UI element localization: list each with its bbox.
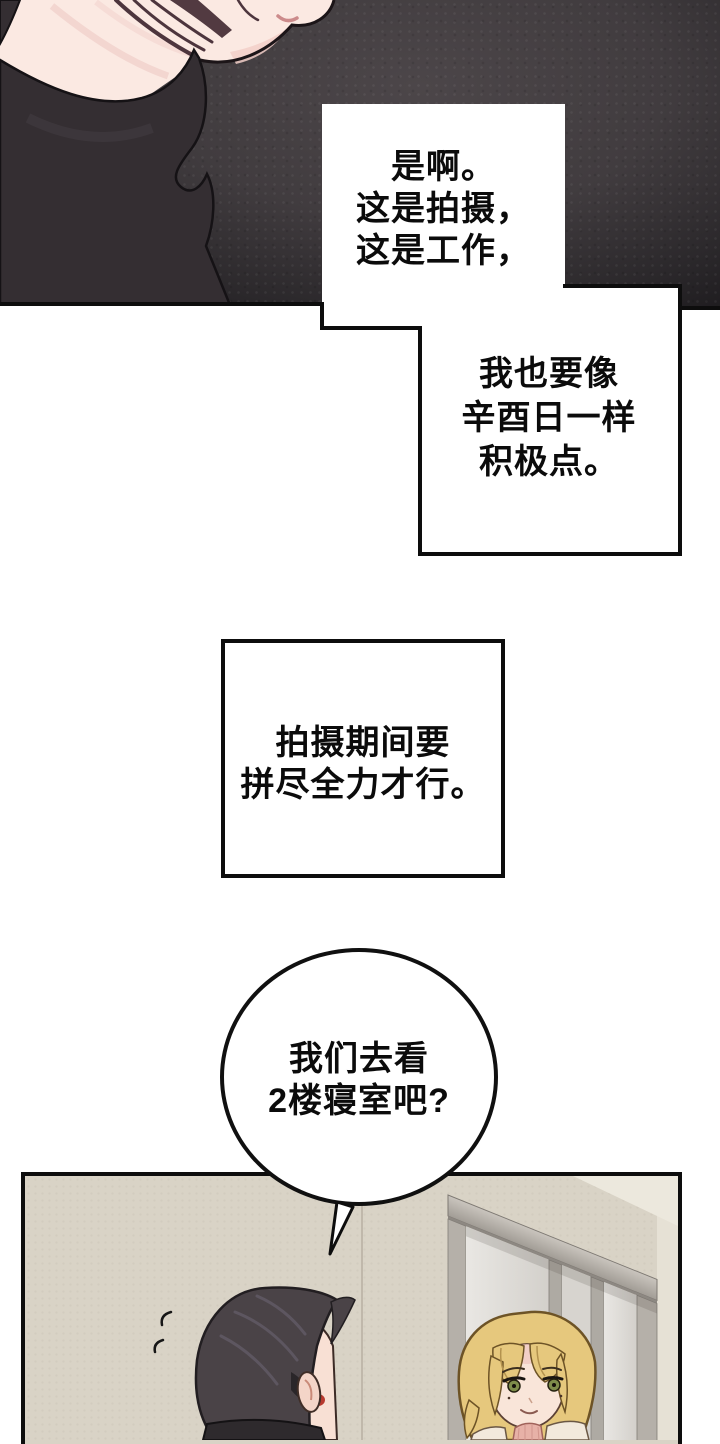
panel-border-line: [418, 326, 422, 556]
jacket-corner: [0, 0, 22, 48]
ear-inner-line: [304, 1379, 313, 1401]
skin-shading: [49, 3, 170, 80]
panel-border-line: [0, 302, 324, 306]
door-rail-shadow: [448, 1215, 657, 1304]
panel-border-line: [320, 326, 422, 330]
speech-line: 拼尽全力才行。: [240, 765, 486, 804]
door: [447, 1194, 658, 1440]
fluster-marks: [153, 1310, 173, 1354]
speech-line: 这是工作，: [356, 232, 531, 270]
mole: [507, 1396, 511, 1400]
door-pane-top-shadow: [466, 1226, 657, 1314]
mouth-smile: [520, 1409, 538, 1415]
panel-border-line: [320, 302, 324, 330]
door-pane: [604, 1282, 637, 1440]
bottom-room-panel: [21, 1172, 682, 1444]
mole: [559, 1394, 563, 1398]
eyebrows: [502, 1366, 562, 1373]
door-stile-right: [636, 1294, 658, 1440]
pupil-left: [512, 1384, 516, 1388]
speech-line: 拍摄期间要: [275, 723, 451, 762]
speech-line: 积极点。: [479, 443, 619, 481]
speech-line: 是啊。: [391, 148, 496, 186]
panel-border-line: [678, 284, 682, 556]
ear: [296, 1371, 322, 1413]
panel-border-line: [678, 306, 720, 310]
blonde-hair-tuft: [463, 1398, 480, 1440]
speech-line: 这是拍摄，: [356, 190, 531, 228]
collar-ribs: [517, 1425, 540, 1440]
speech-box-1: 是啊。 这是拍摄， 这是工作，: [322, 146, 565, 272]
speech-line: 2楼寝室吧?: [268, 1082, 450, 1120]
ceiling-light-wedge: [573, 1176, 678, 1226]
room-artwork: [153, 1176, 678, 1440]
speech-line: 我也要像: [479, 355, 619, 393]
hair-cowlick: [330, 1296, 356, 1345]
top-dark-panel: [0, 0, 720, 308]
speech-box-3: 拍摄期间要 拼尽全力才行。: [221, 639, 505, 878]
speech-bubble-tail: [328, 1200, 355, 1256]
shoulder-left: [470, 1426, 508, 1440]
jacket-highlight: [25, 113, 154, 142]
eye-lashes: [502, 1376, 564, 1383]
right-wall-strip: [657, 1176, 678, 1440]
speech-line: 我们去看: [289, 1040, 429, 1078]
bang-strand-lines: [499, 1345, 546, 1381]
chin-outline: [199, 0, 336, 64]
lips: [276, 14, 299, 23]
speech-box-2: 我也要像 辛酉日一样 积极点。: [418, 352, 680, 484]
pupil-right: [552, 1383, 556, 1387]
jacket-collar-bottom: [201, 1418, 327, 1440]
hair-strands: [114, 0, 260, 60]
nose-line: [528, 1397, 533, 1404]
panel-border-line: [563, 284, 682, 288]
speech-bubble: 我们去看 2楼寝室吧?: [220, 948, 498, 1206]
hair-highlights: [219, 1294, 307, 1386]
pink-collar: [512, 1422, 544, 1440]
top-panel-artwork: [0, 0, 336, 308]
character-dark-hair: [153, 1286, 356, 1440]
hair-bundle: [170, 0, 232, 38]
panel-border-line: [418, 552, 682, 556]
jacket-collar: [0, 47, 234, 308]
character-blonde: [457, 1310, 597, 1440]
door-top-rail: [447, 1194, 658, 1302]
speech-line: 辛酉日一样: [461, 399, 637, 437]
shoulder-right: [544, 1420, 590, 1440]
chin-shadow: [230, 28, 288, 64]
